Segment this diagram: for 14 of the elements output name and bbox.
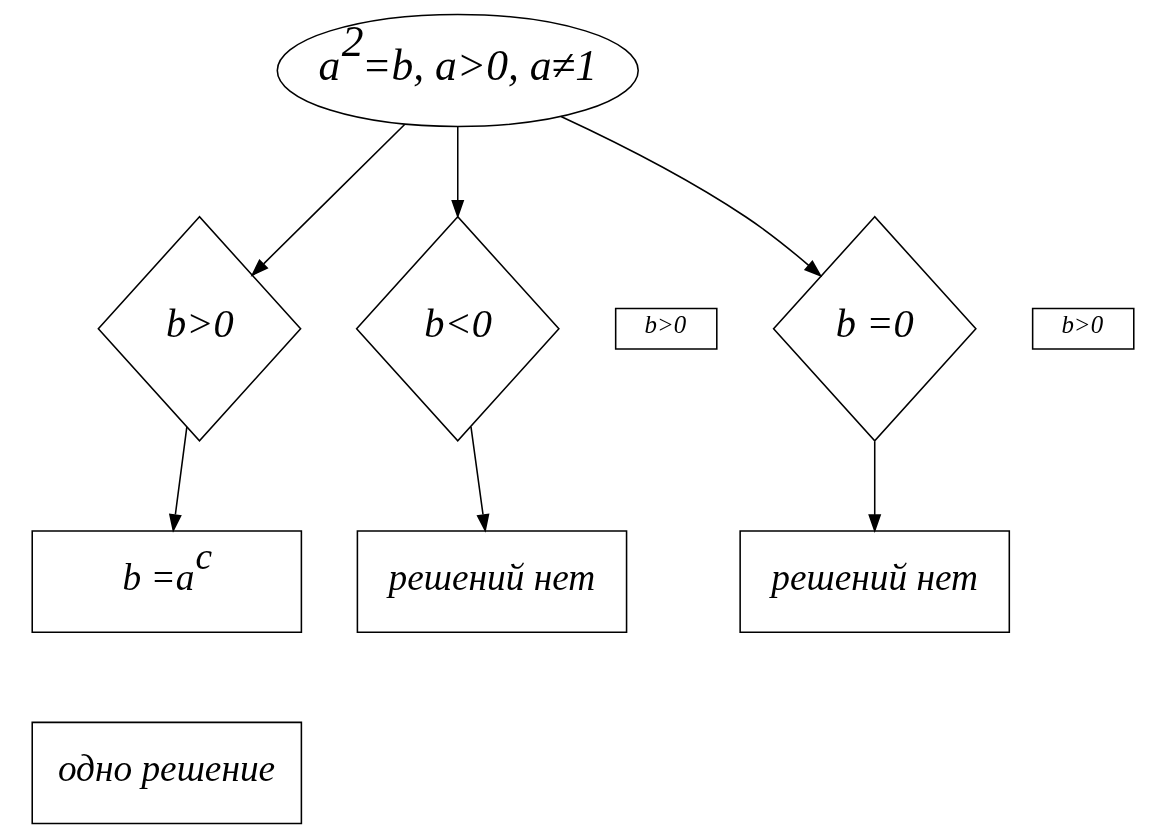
arrow (250, 123, 406, 277)
node-diamond: b>0 (96, 215, 302, 442)
arrow (867, 440, 881, 533)
node-box: решений нет (356, 530, 627, 633)
arrow (450, 126, 464, 219)
node-diamond: b =0 (772, 215, 977, 442)
node-box: b>0 (1031, 307, 1135, 350)
arrow (469, 426, 489, 533)
arrow (168, 426, 188, 533)
node-box: решений нет (738, 530, 1010, 633)
node-box: b>0 (614, 307, 718, 350)
arrow (559, 115, 822, 278)
node-box: одно решение (30, 721, 302, 825)
node-diamond: b<0 (355, 215, 560, 442)
